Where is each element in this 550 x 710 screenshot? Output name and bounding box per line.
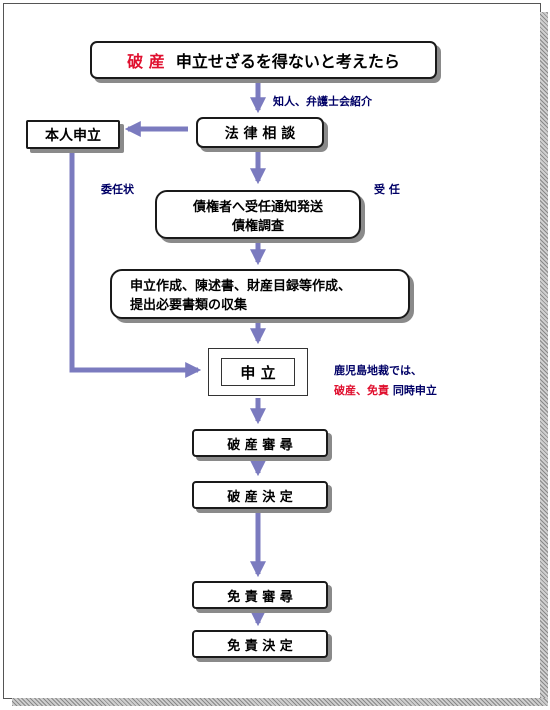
bankruptcy-word: 破 産 (127, 52, 165, 71)
self-filing-box: 本人申立 (26, 120, 120, 149)
discharge-decision-box: 免 責 決 定 (192, 630, 328, 658)
filing-inner-frame: 申 立 (221, 358, 295, 386)
note-line2: 破産、免責 同時申立 (334, 382, 437, 398)
discharge-hearing-label: 免 責 審 尋 (227, 589, 293, 605)
preparation-box: 申立作成、陳述書、財産目録等作成、 提出必要書類の収集 (110, 269, 410, 319)
discharge-hearing-box: 免 責 審 尋 (192, 581, 328, 609)
legal-consultation-label: 法 律 相 談 (224, 125, 296, 142)
power-of-attorney-label: 委任状 (101, 183, 134, 196)
bankruptcy-decision-box: 破 産 決 定 (192, 481, 328, 509)
note-red-text: 破産、免責 (334, 384, 389, 397)
legal-consultation-box: 法 律 相 談 (196, 117, 324, 148)
frame-shadow-bottom (12, 698, 548, 706)
note-rest-text: 同時申立 (389, 384, 437, 397)
notice-line2: 債権調査 (231, 218, 284, 234)
bankruptcy-decision-label: 破 産 決 定 (227, 489, 293, 505)
discharge-decision-label: 免 責 決 定 (227, 638, 293, 654)
start-text: 申立せざるを得ないと考えたら (175, 52, 400, 71)
acceptance-label: 受 任 (374, 183, 400, 196)
filing-outer-frame: 申 立 (208, 348, 308, 396)
notice-box: 債権者へ受任通知発送 債権調査 (155, 190, 361, 239)
frame-shadow-right (540, 12, 548, 702)
bankruptcy-hearing-box: 破 産 審 尋 (192, 429, 328, 457)
preparation-line1: 申立作成、陳述書、財産目録等作成、 (130, 279, 352, 294)
self-filing-label: 本人申立 (45, 127, 101, 144)
referral-label: 知人、弁護士会紹介 (273, 95, 372, 108)
filing-label: 申 立 (240, 363, 276, 382)
arrow-self-to-filing (69, 149, 202, 379)
start-box: 破 産 申立せざるを得ないと考えたら (90, 41, 437, 79)
preparation-line2: 提出必要書類の収集 (130, 298, 248, 313)
notice-line1: 債権者へ受任通知発送 (192, 199, 323, 215)
note-line1: 鹿児島地裁では、 (334, 364, 422, 377)
bankruptcy-hearing-label: 破 産 審 尋 (227, 437, 293, 453)
